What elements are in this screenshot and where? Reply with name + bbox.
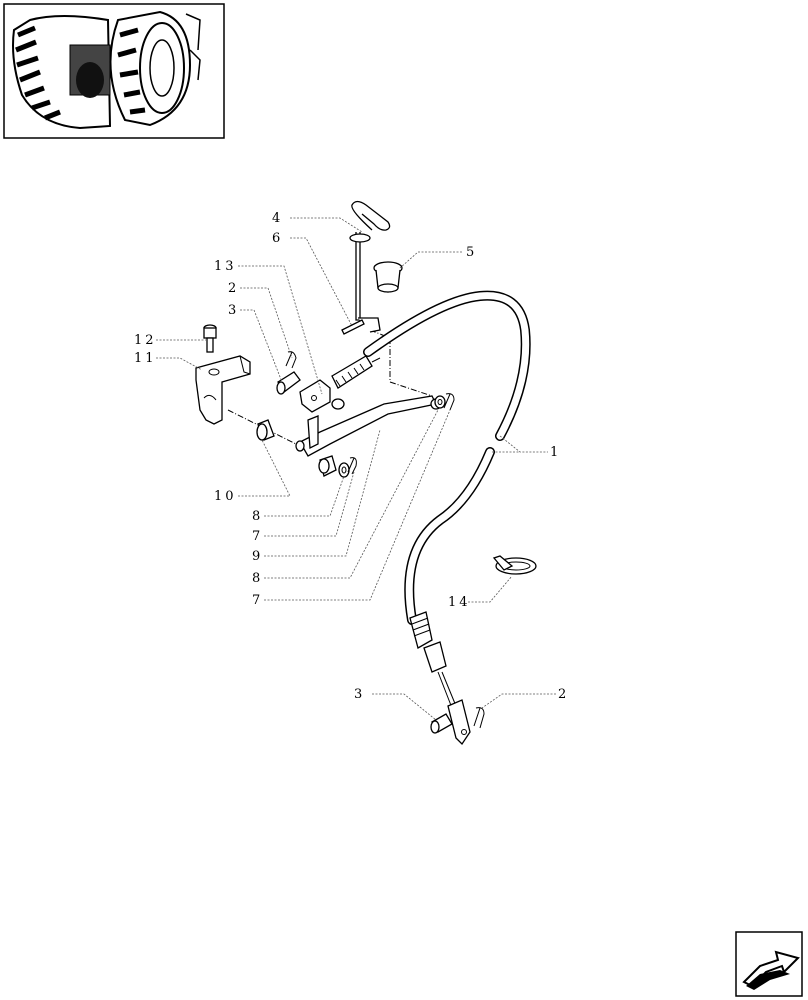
callout-6: 6	[272, 231, 283, 246]
next-page-arrow-icon	[742, 950, 800, 990]
part-3-clevis-pin-upper[interactable]	[276, 371, 301, 395]
part-1-cable-lower[interactable]	[404, 447, 495, 746]
callout-2-lower: 2	[558, 687, 569, 702]
callout-2-upper: 2	[228, 281, 239, 296]
part-12-bolt[interactable]	[203, 324, 217, 353]
part-11-bracket[interactable]	[195, 355, 251, 425]
callout-9: 9	[252, 549, 263, 564]
callout-1: 1	[550, 445, 561, 460]
part-8-washer-upper[interactable]	[434, 395, 446, 409]
part-5-boot[interactable]	[373, 261, 403, 293]
part-3-clevis-pin-lower[interactable]	[430, 713, 453, 734]
callout-numbers: 4 6 5 13 2 3 12 11 1 10 8 7 9 8 7 14 3 2	[134, 211, 569, 702]
tractor-rear-wheel-locator-icon	[12, 10, 201, 130]
part-6-pin[interactable]	[341, 319, 365, 335]
part-10-bushing[interactable]	[256, 419, 275, 441]
part-9-spacer[interactable]	[318, 455, 337, 477]
part-2-split-pin-lower[interactable]	[473, 707, 485, 729]
callout-7-lower: 7	[252, 593, 263, 608]
callout-7-upper: 7	[252, 529, 263, 544]
callout-12: 12	[134, 333, 157, 348]
part-13-clevis[interactable]	[299, 379, 345, 413]
part-14-clamp[interactable]	[492, 555, 537, 575]
callout-10: 10	[214, 489, 237, 504]
callout-14: 14	[448, 595, 471, 610]
callout-4: 4	[272, 211, 283, 226]
part-1-cable-upper[interactable]	[331, 290, 531, 441]
part-7-split-pin-upper[interactable]	[443, 393, 455, 411]
callout-3-lower: 3	[354, 687, 365, 702]
leader-lines	[156, 217, 556, 721]
callout-8-upper: 8	[252, 509, 263, 524]
callout-5: 5	[466, 245, 477, 260]
callout-13: 13	[214, 259, 237, 274]
callout-3-upper: 3	[228, 303, 239, 318]
part-2-split-pin-upper[interactable]	[285, 351, 297, 369]
next-page-button[interactable]	[735, 931, 803, 997]
part-7-split-pin-lower[interactable]	[347, 457, 357, 475]
part-8-washer-lower[interactable]	[338, 462, 350, 478]
callout-11: 11	[134, 351, 157, 366]
locator-thumbnail[interactable]	[3, 3, 225, 139]
callout-8-lower: 8	[252, 571, 263, 586]
part-4-handle[interactable]	[349, 200, 391, 333]
